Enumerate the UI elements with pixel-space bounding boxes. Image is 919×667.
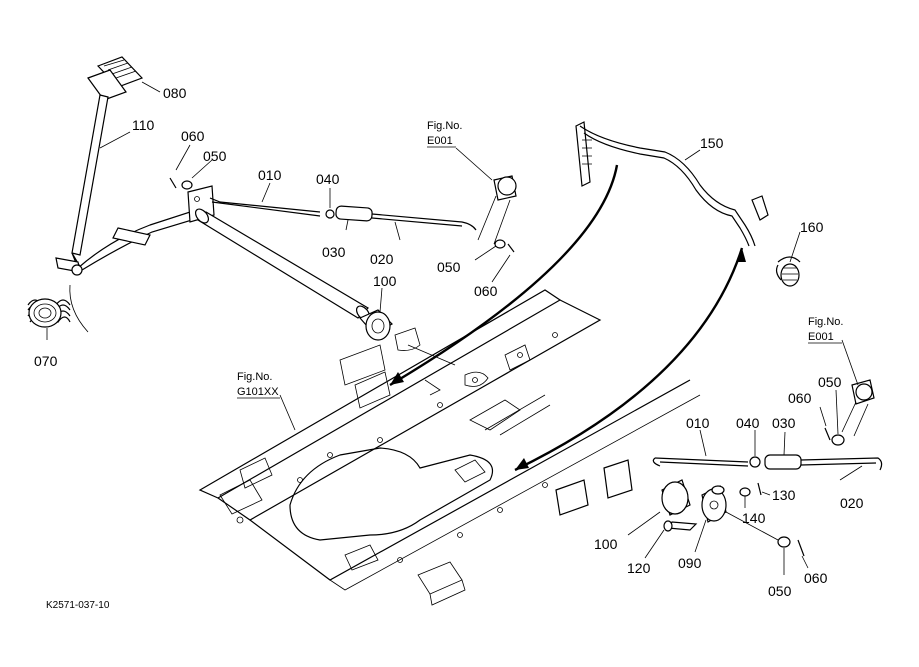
figure-references: Fig.No. E001 Fig.No. E001 Fig.No. G101XX (237, 120, 843, 399)
label-060: 060 (804, 570, 828, 586)
fig-ref-e001-right-line1: Fig.No. (808, 316, 843, 328)
label-050: 050 (768, 583, 792, 599)
rod-150-assembly (575, 121, 801, 287)
label-130: 130 (772, 487, 796, 503)
left-pedal-assembly (27, 56, 477, 341)
link-arrows (389, 164, 746, 472)
label-080: 080 (163, 85, 187, 101)
chassis-frame (198, 289, 701, 606)
label-030: 030 (772, 415, 796, 431)
label-010: 010 (258, 167, 282, 183)
label-040: 040 (316, 171, 340, 187)
fig-ref-e001-right-line2: E001 (808, 331, 834, 343)
label-050: 050 (203, 148, 227, 164)
label-020: 020 (370, 251, 394, 267)
label-120: 120 (627, 560, 651, 576)
label-150: 150 (700, 135, 724, 151)
label-010: 010 (686, 415, 710, 431)
fig-ref-e001-upper-line2: E001 (427, 135, 453, 147)
label-070: 070 (34, 353, 58, 369)
label-030: 030 (322, 244, 346, 260)
fig-ref-g101xx-line1: Fig.No. (237, 371, 272, 383)
label-160: 160 (800, 219, 824, 235)
upper-e001-linkage (455, 147, 517, 253)
fig-ref-g101xx-line2: G101XX (237, 386, 279, 398)
label-020: 020 (840, 495, 864, 511)
right-linkage-assembly (555, 339, 883, 557)
label-100: 100 (373, 273, 397, 289)
label-050: 050 (818, 374, 842, 390)
label-040: 040 (736, 415, 760, 431)
label-110: 110 (132, 117, 155, 133)
label-050: 050 (437, 259, 461, 275)
label-060: 060 (474, 283, 498, 299)
label-060: 060 (181, 128, 205, 144)
fig-ref-e001-upper-line1: Fig.No. (427, 120, 462, 132)
label-140: 140 (742, 510, 766, 526)
label-100: 100 (594, 536, 618, 552)
leader-lines (46, 81, 863, 575)
part-number-labels: 080 110 060 050 010 040 030 020 050 060 … (34, 85, 864, 599)
label-060: 060 (788, 390, 812, 406)
spring-070 (27, 298, 71, 328)
drawing-code: K2571-037-10 (46, 600, 110, 611)
label-090: 090 (678, 555, 702, 571)
